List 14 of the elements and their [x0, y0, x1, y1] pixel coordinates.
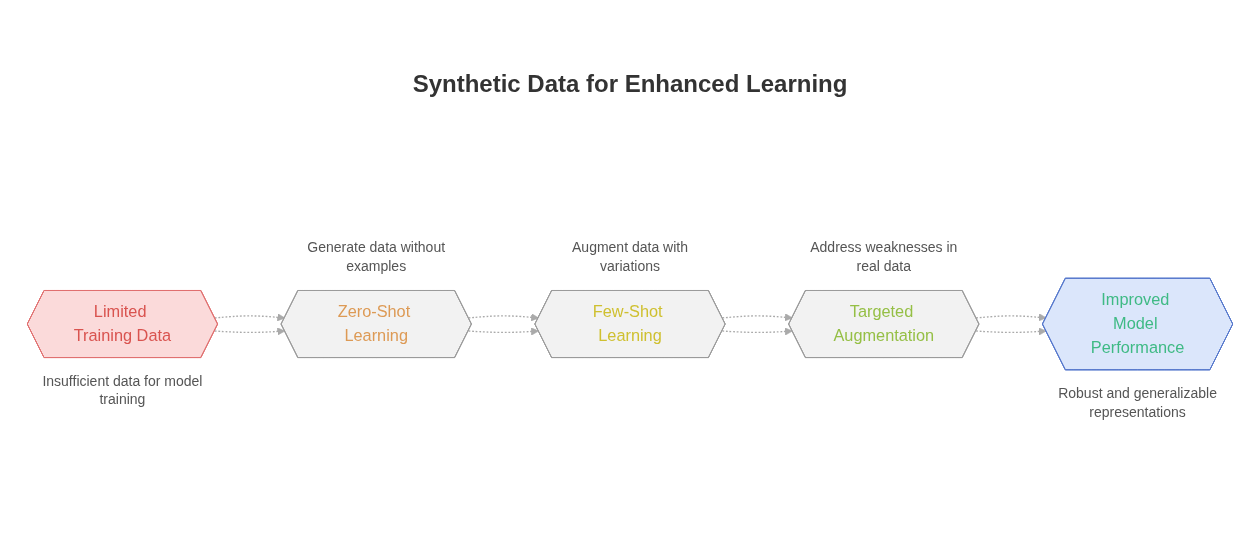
annotation-text: Generate data without examples [306, 238, 447, 277]
annotation-text: Robust and generalizable representations [1057, 383, 1218, 422]
annotation-text: Insufficient data for model training [41, 371, 204, 410]
diagram-title: Synthetic Data for Enhanced Learning [412, 70, 848, 98]
annotation-text: Address weaknesses in real data [809, 238, 959, 277]
arrow [975, 313, 1047, 322]
arrow [214, 327, 286, 336]
arrow [975, 327, 1047, 336]
arrow [467, 327, 539, 336]
arrow [721, 313, 793, 322]
annotation-text: Augment data with variations [571, 238, 689, 277]
arrow [214, 313, 286, 322]
arrow [467, 313, 539, 322]
arrow [721, 327, 793, 336]
